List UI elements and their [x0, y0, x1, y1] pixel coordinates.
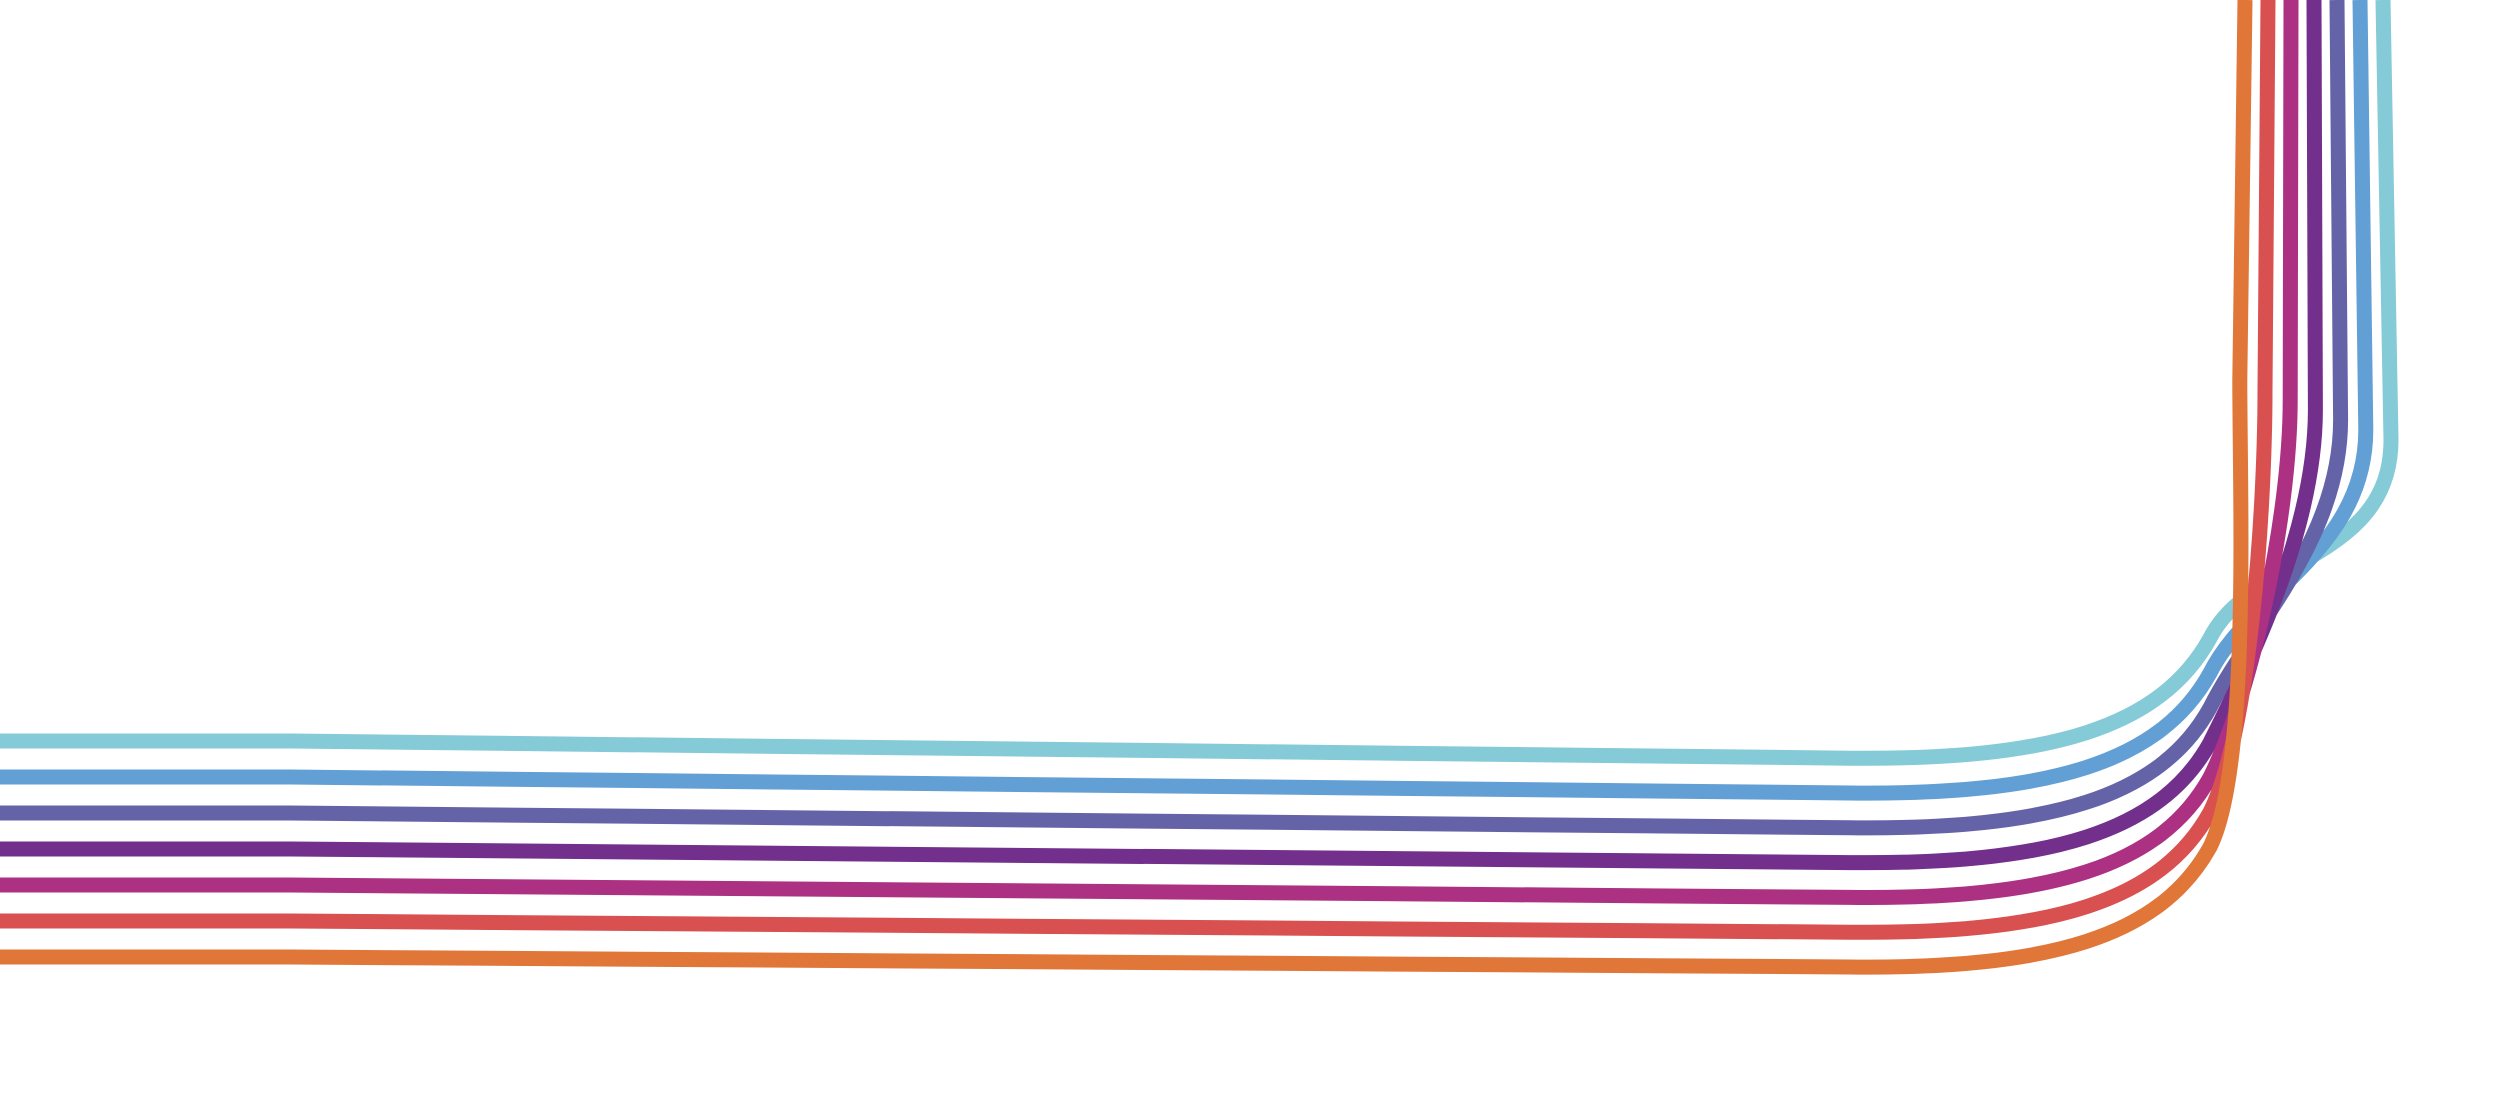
stripe-magenta [0, 0, 2299, 905]
stripe-cyan [0, 0, 2399, 766]
stripe-purple [0, 0, 2323, 871]
stripe-orange [0, 0, 2253, 975]
stripe-group [0, 0, 2399, 975]
stripe-blue [0, 0, 2374, 801]
stripe-indigo [0, 0, 2349, 836]
stripe-red [0, 0, 2276, 940]
